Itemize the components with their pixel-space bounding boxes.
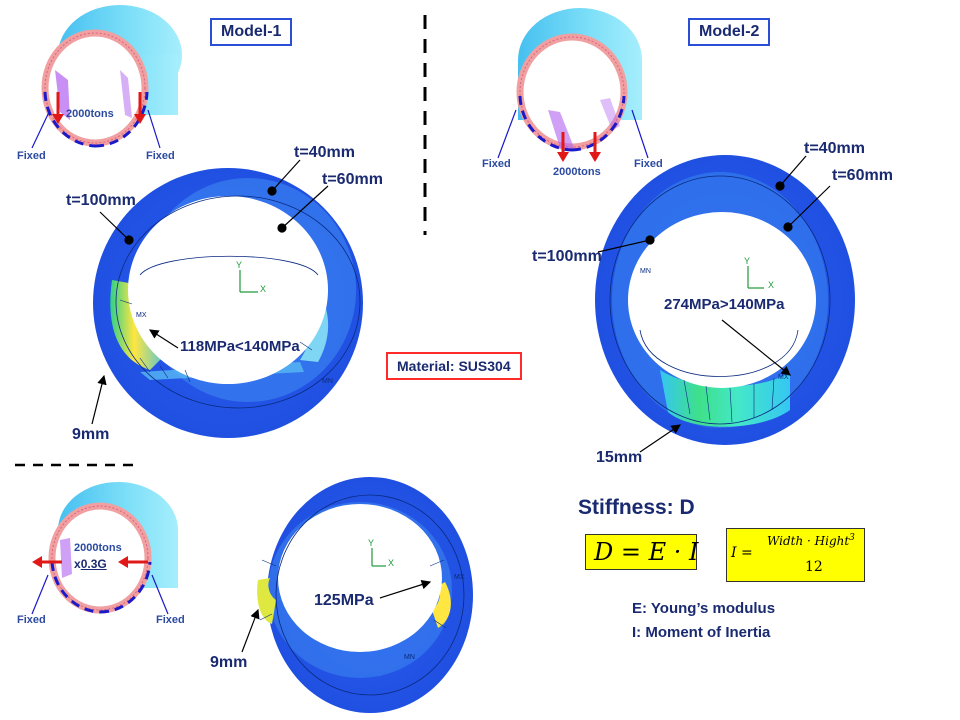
mn-marker-model1: MN	[322, 378, 333, 385]
leaders	[91, 155, 831, 653]
model2-t60: t=60mm	[832, 167, 893, 184]
model2-stress: 274MPa>140MPa	[664, 296, 785, 313]
formula-i-num: Width · Hight3	[767, 533, 855, 548]
lateral-load-line1: 2000tons	[74, 542, 122, 554]
model1-t40: t=40mm	[294, 144, 355, 161]
axis-triad-lateral	[371, 548, 386, 567]
axis-x-lateral: X	[388, 558, 395, 568]
model2-title: Model-2	[688, 18, 771, 46]
model2-fixed-left: Fixed	[482, 158, 511, 170]
model1-disp: 9mm	[72, 426, 110, 443]
formula-i-box: I = Width · Hight3 12	[726, 528, 865, 582]
model2-disp: 15mm	[596, 449, 643, 466]
model1-stress: 118MPa<140MPa	[180, 338, 300, 355]
mx-marker-lateral: MX	[454, 574, 465, 581]
model1-schematic	[31, 5, 182, 149]
formula-i-exp: 3	[849, 533, 855, 543]
axis-y-lateral: Y	[368, 538, 375, 548]
formula-i-den: 12	[805, 559, 823, 575]
axis-x-model2: X	[768, 280, 775, 290]
axis-triad-model2	[747, 266, 764, 289]
model1-fixed-left: Fixed	[17, 150, 46, 162]
axis-x-model1: X	[260, 284, 267, 294]
mn-marker-model2: MN	[640, 268, 651, 275]
lateral-stress: 125MPa	[314, 592, 374, 609]
lateral-fea-ring	[257, 477, 473, 713]
model1-fea-ring	[93, 168, 363, 438]
stiffness-title: Stiffness: D	[578, 496, 695, 519]
formula-i-num-text: Width · Hight	[767, 534, 850, 548]
axis-y-model2: Y	[744, 256, 751, 266]
model2-schematic	[497, 8, 649, 162]
mx-marker-model1: MX	[136, 312, 147, 319]
model2-fixed-right: Fixed	[634, 158, 663, 170]
i-definition: I: Moment of Inertia	[632, 624, 771, 641]
model1-title: Model-1	[210, 18, 293, 46]
lateral-fixed-right: Fixed	[156, 614, 185, 626]
lateral-fixed-left: Fixed	[17, 614, 46, 626]
model2-load-label: 2000tons	[553, 166, 601, 178]
model1-t100: t=100mm	[66, 192, 136, 209]
axis-triad-model1	[239, 270, 258, 293]
e-definition: E: Young’s modulus	[632, 600, 776, 617]
lateral-load-prefix: x	[74, 557, 81, 571]
model1-lateral-schematic	[31, 482, 178, 615]
model1-t60: t=60mm	[322, 171, 383, 188]
formula-d: D = E · I	[594, 538, 699, 566]
model2-t100: t=100mm	[532, 248, 602, 265]
lateral-load-value: 0.3G	[80, 557, 107, 571]
mn-marker-lateral: MN	[404, 654, 415, 661]
formula-i-lhs: I =	[731, 545, 753, 561]
model1-load-label: 2000tons	[66, 108, 114, 120]
model1-fixed-right: Fixed	[146, 150, 175, 162]
lateral-load-line2: x0.3G	[74, 557, 107, 571]
axis-y-model1: Y	[236, 260, 243, 270]
mx-marker-model2: MX	[778, 374, 789, 381]
material-label: Material: SUS304	[386, 352, 522, 380]
model2-t40: t=40mm	[804, 140, 865, 157]
formula-d-box: D = E · I	[585, 534, 699, 570]
lateral-disp: 9mm	[210, 654, 248, 671]
